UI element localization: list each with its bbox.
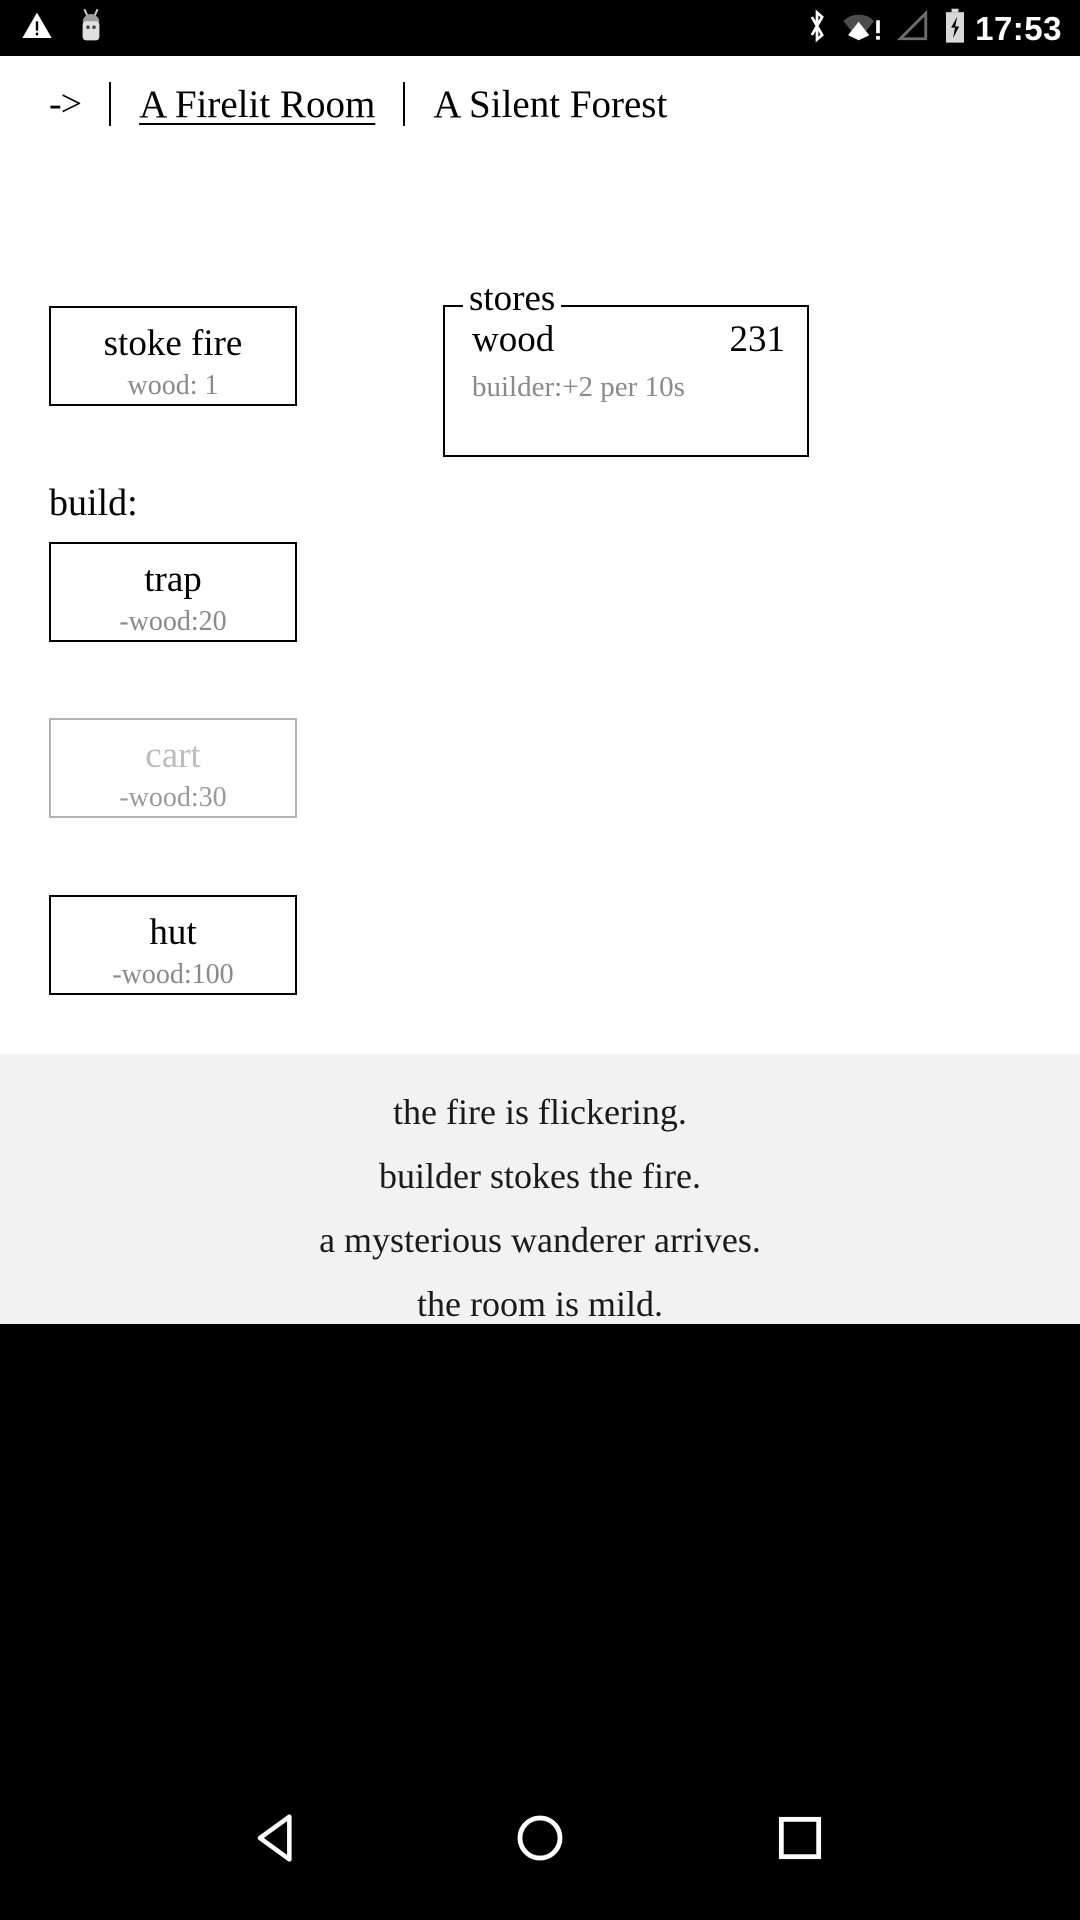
tab-a-firelit-room[interactable]: A Firelit Room	[139, 82, 376, 126]
status-bar-right-icons	[804, 8, 967, 49]
battery-charging-icon	[943, 8, 967, 49]
back-arrow-label[interactable]: ->	[49, 83, 82, 125]
build-trap-label: trap	[144, 559, 202, 600]
bottom-black-area	[0, 1324, 1080, 1920]
notification-message: the fire is flickering.	[393, 1092, 687, 1132]
notification-message: the room is mild.	[417, 1284, 663, 1324]
warning-triangle-icon	[20, 10, 54, 47]
game-header: -> A Firelit Room A Silent Forest	[0, 56, 1080, 152]
android-navigation-bar	[0, 1760, 1080, 1920]
back-button[interactable]	[220, 1780, 340, 1900]
stores-wood-label: wood	[472, 319, 555, 360]
status-bar-clock: 17:53	[975, 9, 1062, 47]
home-button[interactable]	[480, 1780, 600, 1900]
bluetooth-icon	[804, 8, 830, 49]
recents-button[interactable]	[740, 1780, 860, 1900]
notification-message: a mysterious wanderer arrives.	[319, 1220, 761, 1260]
build-trap-button[interactable]: trap -wood:20	[49, 542, 297, 642]
build-trap-cost: -wood:20	[119, 605, 227, 637]
build-cart-button[interactable]: cart -wood:30	[49, 718, 297, 818]
cell-signal-icon	[896, 9, 930, 47]
android-status-bar: 17:53	[0, 0, 1080, 56]
home-icon	[508, 1806, 572, 1875]
stores-panel: stores wood 231 builder:+2 per 10s	[443, 280, 809, 457]
recents-icon	[768, 1806, 832, 1875]
stores-wood-income-note: builder:+2 per 10s	[472, 371, 685, 403]
header-divider-1	[109, 82, 112, 126]
wifi-alert-icon	[843, 10, 883, 47]
game-content: stoke fire wood: 1 build: trap -wood:20 …	[0, 152, 1080, 1054]
status-bar-left-icons	[20, 8, 106, 49]
stoke-fire-button[interactable]: stoke fire wood: 1	[49, 306, 297, 406]
notification-message: builder stokes the fire.	[379, 1156, 701, 1196]
stoke-fire-label: stoke fire	[103, 323, 243, 364]
build-cart-cost: -wood:30	[119, 781, 227, 813]
header-divider-2	[403, 82, 406, 126]
android-robot-icon	[76, 8, 106, 49]
build-hut-button[interactable]: hut -wood:100	[49, 895, 297, 995]
build-section-label: build:	[49, 482, 138, 524]
stores-wood-value: 231	[729, 319, 786, 360]
stoke-fire-cost: wood: 1	[127, 369, 219, 401]
stores-legend-label: stores	[463, 280, 562, 317]
back-icon	[248, 1806, 312, 1875]
stores-row-wood: wood 231	[445, 321, 807, 358]
build-hut-cost: -wood:100	[112, 958, 234, 990]
build-cart-label: cart	[145, 735, 201, 776]
tab-a-silent-forest[interactable]: A Silent Forest	[433, 82, 668, 126]
notification-log[interactable]: the fire is flickering. builder stokes t…	[0, 1054, 1080, 1324]
build-hut-label: hut	[149, 912, 197, 953]
